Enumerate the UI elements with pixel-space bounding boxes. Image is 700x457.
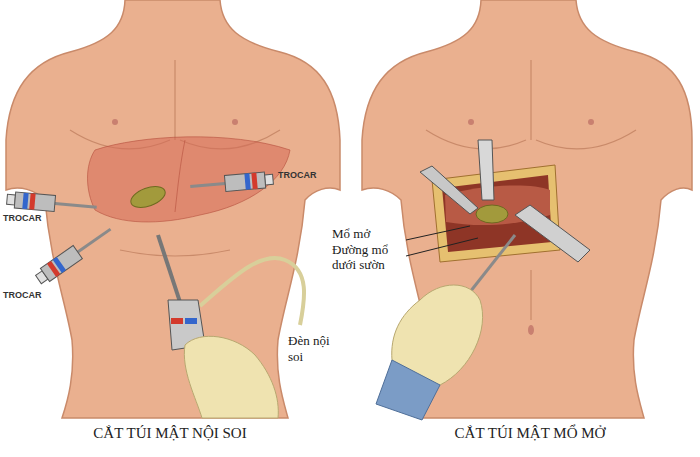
- trocar-band: [53, 257, 66, 273]
- trocar-symbol: [190, 171, 274, 194]
- trocar-body: [40, 246, 82, 282]
- torso: [362, 0, 692, 418]
- nipple: [112, 119, 118, 125]
- liver: [88, 137, 291, 222]
- part-label: TROCAR: [278, 170, 317, 180]
- trocar-band: [251, 173, 257, 189]
- trocar-band: [244, 173, 250, 189]
- endoscope-band: [171, 318, 183, 324]
- gallbladder: [128, 182, 168, 211]
- leader-line: [406, 226, 470, 240]
- trocar-shaft: [78, 229, 111, 252]
- endoscope-band: [185, 318, 197, 324]
- navel: [528, 325, 534, 335]
- nipple: [588, 119, 594, 125]
- retractor: [420, 166, 478, 214]
- trocar-band: [22, 193, 28, 209]
- figure-caption: CẮT TÚI MẬT MỔ MỞ: [365, 425, 695, 442]
- gloved-hand: [184, 336, 278, 418]
- part-label: TROCAR: [3, 290, 42, 300]
- part-label: TROCAR: [3, 213, 42, 223]
- liver-ligament: [175, 140, 185, 212]
- trocar-body: [224, 172, 265, 191]
- nipple: [232, 119, 238, 125]
- trocar-cap: [265, 174, 274, 185]
- retractor: [478, 140, 494, 200]
- gallbladder: [476, 205, 508, 223]
- trocar-symbol: [6, 191, 97, 215]
- endoscope-shaft: [158, 235, 180, 302]
- trocar-body: [14, 192, 55, 211]
- torso-group: [362, 0, 692, 418]
- scalpel: [470, 235, 515, 292]
- callout-label: Mổ mở Đường mổ dưới sườn: [332, 226, 404, 273]
- callout-label: Đèn nội soi: [288, 333, 340, 364]
- figure-caption: CẮT TÚI MẬT NỘI SOI: [10, 425, 330, 442]
- leader-line: [406, 238, 478, 256]
- nipple: [468, 119, 474, 125]
- endoscope-cable: [200, 258, 304, 325]
- trocar-band: [29, 193, 35, 209]
- torso: [6, 0, 340, 418]
- trocar-symbol: [34, 223, 115, 287]
- sleeve: [376, 360, 440, 420]
- trocar-shaft: [55, 203, 97, 207]
- retractor: [515, 205, 590, 262]
- trocar-cap: [7, 194, 16, 205]
- trocar-shaft: [190, 183, 225, 186]
